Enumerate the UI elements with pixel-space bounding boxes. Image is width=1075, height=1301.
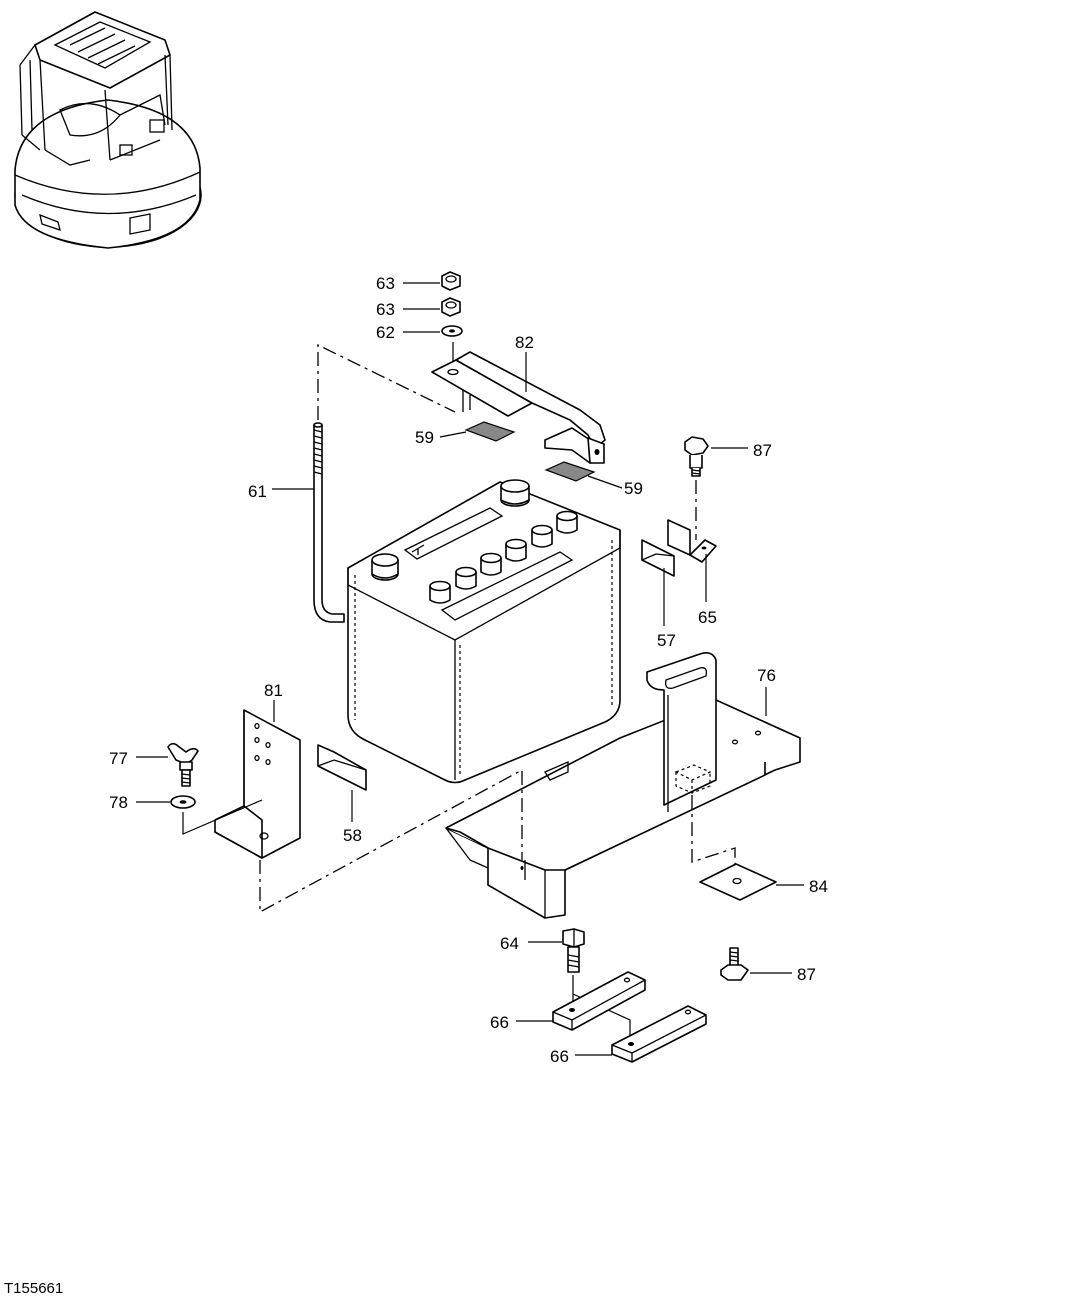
leader-lines (136, 282, 804, 1056)
pad-59-left (464, 421, 516, 442)
spacer-66-lower (611, 1005, 707, 1063)
washer-78 (170, 795, 196, 809)
battery-terminal-left (371, 553, 399, 581)
machine-locator-thumbnail (14, 11, 202, 249)
callout-63-lower: 63 (376, 300, 395, 319)
j-bolt-61 (313, 422, 345, 623)
battery-cell-caps (429, 510, 578, 604)
callout-65: 65 (698, 608, 717, 627)
callout-58: 58 (343, 826, 362, 845)
callout-66-upper: 66 (490, 1013, 509, 1032)
callout-63-top: 63 (376, 274, 395, 293)
callout-labels: 63 63 62 82 59 59 87 61 57 65 76 81 77 7… (109, 274, 828, 1066)
callout-78: 78 (109, 793, 128, 812)
plate-84 (699, 863, 777, 901)
callout-57: 57 (657, 631, 676, 650)
callout-76: 76 (757, 666, 776, 685)
hex-bolt-64 (562, 928, 585, 973)
callout-66-lower: 66 (550, 1047, 569, 1066)
callout-59-right: 59 (624, 479, 643, 498)
pad-57 (641, 539, 675, 577)
flange-bolt-87-upper (684, 436, 709, 477)
drawing-reference-number: T155661 (4, 1280, 64, 1297)
callout-84: 84 (809, 877, 828, 896)
spacer-66-upper (552, 971, 646, 1031)
callout-87-lower: 87 (797, 965, 816, 984)
battery (347, 479, 621, 784)
bracket-81 (214, 709, 301, 859)
washer-62 (441, 325, 463, 337)
nut-63-lower (441, 297, 461, 317)
battery-terminal-right (500, 479, 530, 507)
callout-87-upper: 87 (753, 441, 772, 460)
callout-82: 82 (515, 333, 534, 352)
callout-81: 81 (264, 681, 283, 700)
callout-64: 64 (500, 934, 519, 953)
battery-tray-76 (445, 652, 801, 919)
pad-58 (317, 744, 367, 791)
bracket-65 (667, 519, 717, 563)
wing-bolt-77 (167, 742, 199, 787)
flange-bolt-87-lower (720, 947, 749, 981)
callout-62: 62 (376, 323, 395, 342)
nut-63-top (441, 271, 461, 291)
hold-down-clamp-82 (431, 351, 606, 464)
callout-61: 61 (248, 482, 267, 501)
callout-59-left: 59 (415, 428, 434, 447)
pad-59-right (544, 461, 596, 482)
callout-77: 77 (109, 749, 128, 768)
